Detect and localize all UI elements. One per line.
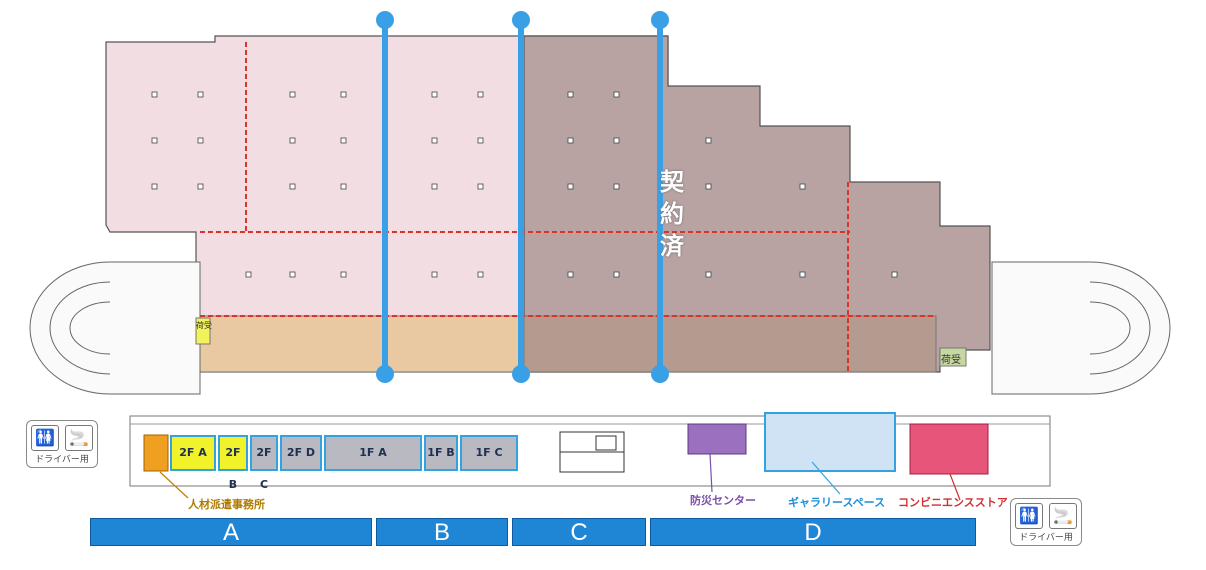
bay-a[interactable]: A (90, 518, 372, 546)
staffing-office-label: 人材派遣事務所 (188, 498, 265, 511)
disaster-center-room (687, 423, 747, 455)
contract-label-char: 契 (660, 168, 684, 196)
gallery-space-room (764, 412, 896, 472)
office-strip (199, 315, 525, 373)
smoking-icon: 🚬 (1049, 503, 1077, 529)
disaster-center-label: 防災センター (690, 494, 756, 507)
unit-2f-d[interactable]: 2F D (280, 435, 322, 471)
right-ramp (991, 261, 1171, 395)
left-ramp (29, 261, 201, 395)
contract-label-char: 済 (660, 232, 684, 260)
convenience-store-label: コンビニエンスストア (898, 496, 1008, 509)
gallery-space-label: ギャラリースペース (788, 496, 886, 509)
unit-2f-c[interactable]: 2F C (250, 435, 278, 491)
unit-1f-b[interactable]: 1F B (424, 435, 458, 471)
lower-platform (129, 415, 1051, 487)
contract-label-char: 約 (660, 200, 684, 228)
unit-1f-a[interactable]: 1F A (324, 435, 422, 471)
driver-facility-right: 🚻 🚬 ドライバー用 (1010, 498, 1082, 546)
grid-columns (151, 91, 898, 278)
driver-facility-left: 🚻 🚬 ドライバー用 (26, 420, 98, 468)
convenience-store-room (909, 423, 989, 475)
unit-2f-a[interactable]: 2F A (170, 435, 216, 471)
tenant-boundaries (200, 42, 936, 372)
driver-caption: ドライバー用 (35, 455, 89, 465)
loading-label-right: 荷受 (941, 355, 961, 366)
contract-label: 契 約 済 (656, 166, 688, 262)
loading-label-left: 荷受 (196, 321, 212, 330)
unit-label: 1F A (359, 446, 387, 459)
unit-label: 2F D (286, 446, 316, 459)
bay-b[interactable]: B (376, 518, 508, 546)
office-strip-contracted (523, 315, 937, 373)
unit-label: 2F B (225, 446, 241, 491)
smoking-icon: 🚬 (65, 425, 93, 451)
unit-label: 1F B (427, 446, 455, 459)
loading-box-right (939, 347, 967, 367)
restroom-icon: 🚻 (1015, 503, 1043, 529)
driver-caption: ドライバー用 (1019, 533, 1073, 543)
unit-label: 1F C (475, 446, 503, 459)
unit-label: 2F C (256, 446, 272, 491)
unit-1f-c[interactable]: 1F C (460, 435, 518, 471)
core-stair-area (559, 431, 625, 473)
bay-c[interactable]: C (512, 518, 646, 546)
unit-label: 2F A (179, 446, 207, 459)
restroom-icon: 🚻 (31, 425, 59, 451)
loading-box-left (195, 317, 211, 345)
staffing-office-room (143, 434, 169, 472)
bay-d[interactable]: D (650, 518, 976, 546)
column-lines (376, 11, 669, 383)
callout-leaders (159, 453, 961, 501)
unit-2f-b[interactable]: 2F B (218, 435, 248, 491)
